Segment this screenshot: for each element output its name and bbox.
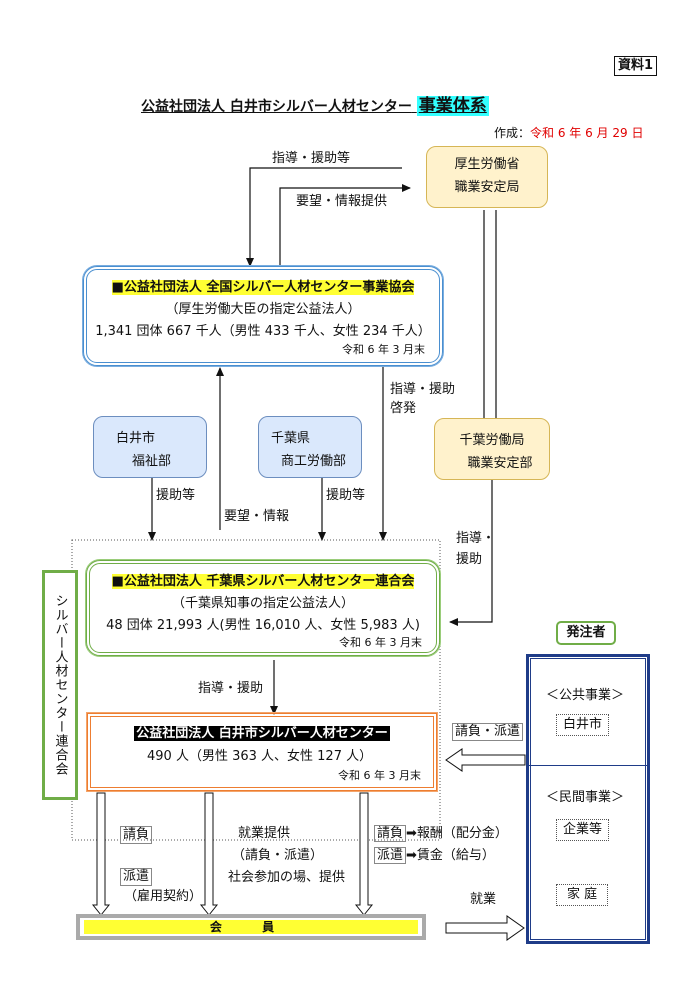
private-label: ＜民間事業＞	[546, 790, 625, 805]
chiba-labor-line1: 千葉労働局	[459, 433, 525, 448]
pay-text-1: ➡報酬（配分金）	[406, 826, 508, 841]
chiba-pref-box: 千葉県 商工労働部	[258, 416, 362, 478]
label-work-provide-sub: （請負・派遣）	[232, 848, 324, 863]
arrow-guidance-labor	[449, 480, 493, 626]
label-guidance-labor-2: 援助	[456, 552, 483, 567]
prefectural-name: ■公益社団法人 千葉県シルバー人材センター連合会	[111, 574, 415, 589]
shiroi-welfare-box: 白井市 福祉部	[93, 416, 207, 478]
federation-label: シルバー人材センター連合会	[52, 594, 68, 776]
label-dispatch-box: 派遣	[120, 868, 153, 886]
prefectural-sub: （千葉県知事の指定公益法人）	[171, 596, 354, 611]
prefectural-stats: 48 団体 21,993 人(男性 16,010 人、女性 5,983 人)	[106, 618, 420, 633]
label-guidance-mid: 指導・援助	[390, 382, 456, 397]
national-name: ■公益社団法人 全国シルバー人材センター事業協会	[111, 280, 415, 295]
title-org: 公益社団法人 白井市シルバー人材センター	[141, 99, 412, 115]
mhlw-line1: 厚生労働省	[454, 157, 520, 172]
label-social: 社会参加の場、提供	[228, 870, 346, 885]
label-support-1: 援助等	[156, 488, 196, 503]
public-label: ＜公共事業＞	[546, 688, 625, 703]
national-sub: （厚生労働大臣の指定公益法人）	[165, 302, 361, 317]
created-label: 作成：	[494, 126, 531, 140]
private-item-2: 家 庭	[556, 884, 609, 906]
hollow-arrow-order	[445, 748, 526, 772]
label-guidance-low: 指導・援助	[198, 681, 264, 696]
label-support-2: 援助等	[326, 488, 366, 503]
pay-text-2: ➡賃金（給与）	[406, 848, 495, 863]
hollow-arrow-member-1	[91, 792, 111, 916]
local-date: 令和 6 年 3 月末	[338, 769, 421, 782]
shiroi-welfare-line1: 白井市	[116, 431, 156, 446]
title-highlight: 事業体系	[416, 96, 489, 116]
label-pay-2: 派遣➡賃金（給与）	[374, 847, 495, 864]
prefectural-box: ■公益社団法人 千葉県シルバー人材センター連合会 （千葉県知事の指定公益法人） …	[86, 560, 440, 656]
created-value: 令和 6 年 6 月 29 日	[530, 126, 644, 140]
national-box: ■公益社団法人 全国シルバー人材センター事業協会 （厚生労働大臣の指定公益法人）…	[83, 266, 443, 366]
mhlw-line2: 職業安定局	[454, 180, 520, 195]
orderer-box	[526, 654, 650, 944]
orderer-divider	[529, 765, 647, 766]
doc-label: 資料1	[614, 56, 658, 76]
hollow-arrow-work	[445, 915, 525, 941]
mhlw-box: 厚生労働省 職業安定局	[426, 146, 548, 208]
chiba-pref-line2: 商工労働部	[281, 454, 347, 469]
label-pay-1: 請負➡報酬（配分金）	[374, 825, 508, 842]
local-box: 公益社団法人 白井市シルバー人材センター 490 人（男性 363 人、女性 1…	[87, 713, 437, 791]
label-enlighten: 啓発	[390, 401, 417, 416]
prefectural-date: 令和 6 年 3 月末	[339, 636, 422, 649]
member-bar: 会 員	[76, 914, 426, 940]
label-contract-box: 請負	[120, 826, 153, 844]
pay-box-1: 請負	[374, 825, 407, 842]
local-stats: 490 人（男性 363 人、女性 127 人）	[147, 749, 373, 764]
chiba-labor-line2: 職業安定部	[467, 456, 533, 471]
orderer-badge: 発注者	[556, 621, 616, 645]
member-bar-inner: 会 員	[84, 920, 418, 934]
national-date: 令和 6 年 3 月末	[342, 343, 425, 356]
shiroi-welfare-line2: 福祉部	[132, 454, 172, 469]
label-contract-dispatch: 請負・派遣	[452, 723, 524, 741]
label-employment: （雇用契約）	[124, 889, 203, 904]
hollow-arrow-member-2	[199, 792, 219, 916]
private-item-1: 企業等	[556, 819, 610, 841]
created-date: 作成：令和 6 年 6 月 29 日	[494, 126, 643, 140]
label-request-top: 要望・情報提供	[296, 194, 388, 209]
chiba-pref-line1: 千葉県	[271, 431, 311, 446]
arrow-guidance-top	[246, 167, 402, 267]
pay-box-2: 派遣	[374, 847, 407, 864]
arrow-request-top	[279, 184, 411, 266]
label-request-mid: 要望・情報	[224, 509, 290, 524]
federation-label-box: シルバー人材センター連合会	[42, 570, 78, 800]
public-item: 白井市	[556, 714, 610, 736]
national-stats: 1,341 団体 667 千人（男性 433 千人、女性 234 千人）	[95, 324, 431, 339]
label-work-provide: 就業提供	[238, 826, 291, 841]
label-employment-work: 就業	[470, 892, 497, 907]
local-name: 公益社団法人 白井市シルバー人材センター	[134, 726, 390, 741]
label-guidance-top: 指導・援助等	[272, 151, 351, 166]
chiba-labor-box: 千葉労働局 職業安定部	[434, 418, 550, 480]
page-title: 公益社団法人 白井市シルバー人材センター 事業体系	[141, 96, 489, 116]
hollow-arrow-member-3	[354, 792, 374, 916]
label-guidance-labor-1: 指導・	[456, 531, 496, 546]
